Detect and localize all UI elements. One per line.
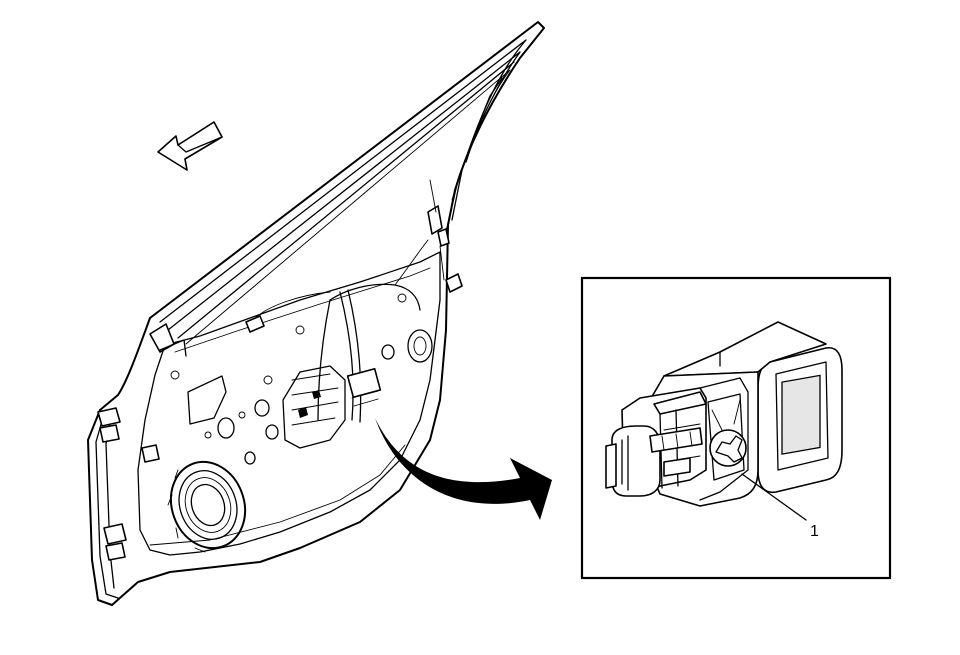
callout-1: 1 — [741, 473, 819, 540]
callout-1-label: 1 — [810, 523, 819, 540]
door-sensor-component — [605, 321, 843, 507]
curved-detail-arrow-icon — [375, 418, 552, 520]
forward-direction-arrow-icon — [157, 121, 223, 171]
door-speaker — [167, 460, 247, 553]
front-door-panel — [87, 21, 545, 606]
